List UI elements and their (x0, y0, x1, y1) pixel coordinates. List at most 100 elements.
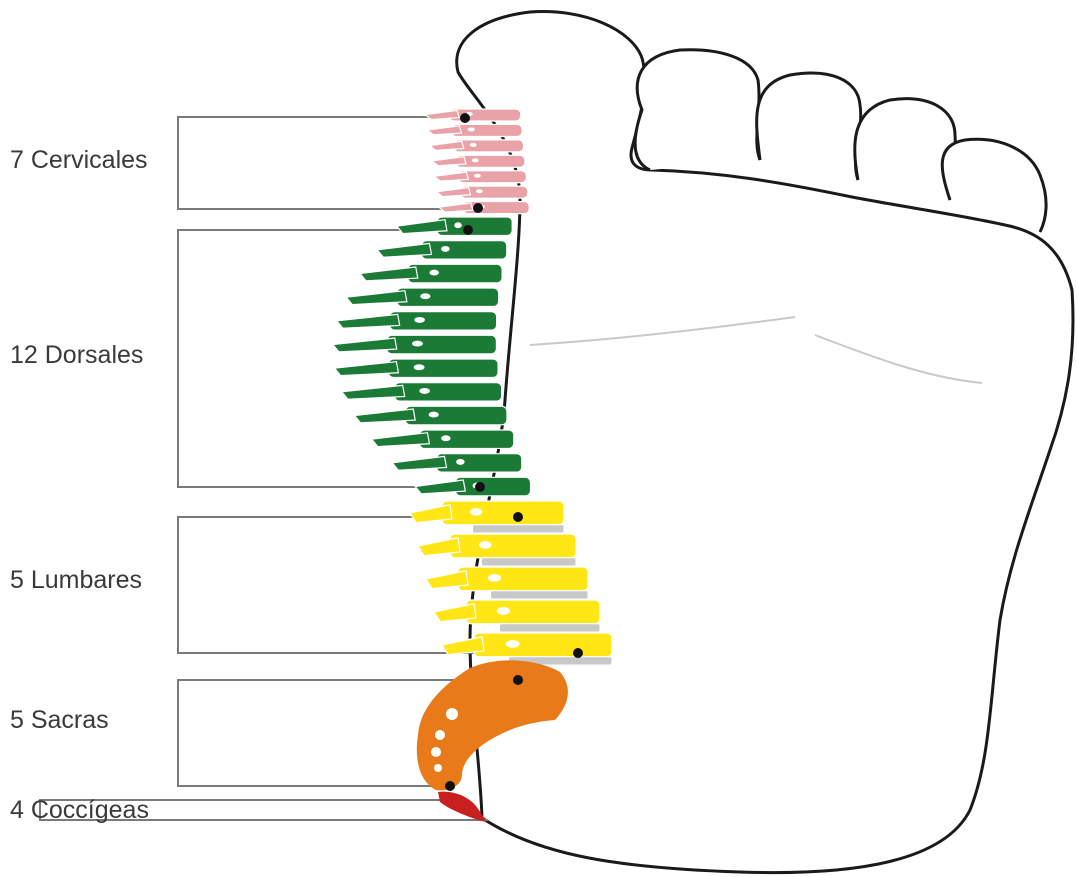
vertebra-process (427, 126, 461, 135)
vertebra-body (458, 171, 526, 183)
label-lumbares: 5 Lumbares (10, 566, 142, 594)
vertebra (397, 217, 512, 235)
vertebra (427, 124, 522, 136)
vertebra-process (415, 480, 465, 494)
vertebra-process (333, 338, 397, 352)
vertebra (360, 264, 502, 282)
vertebra-foramen (472, 158, 479, 162)
vertebra-foramen (420, 293, 430, 299)
vertebra (439, 202, 529, 214)
vertebra-process (442, 637, 484, 655)
vertebra-foramen (441, 246, 450, 252)
vertebra-process (426, 571, 468, 589)
vertebra-body (466, 600, 600, 624)
intervertebral-disc (491, 591, 589, 599)
vertebra-body (419, 430, 513, 448)
vertebra-body (395, 383, 502, 401)
marker-dot-s1 (513, 675, 523, 685)
vertebra-process (372, 433, 430, 447)
vertebra (335, 359, 499, 377)
vertebra-process (337, 314, 400, 328)
vertebra (442, 633, 612, 657)
vertebra-process (335, 362, 399, 376)
vertebra-process (377, 243, 431, 257)
vertebra (372, 430, 514, 448)
vertebra-body (463, 202, 529, 214)
vertebra-foramen (456, 459, 465, 465)
vertebra-foramen (412, 341, 423, 347)
vertebra-foramen (470, 143, 477, 147)
bracket-cervical (178, 117, 470, 209)
vertebra-foramen (479, 541, 492, 549)
vertebra-process (342, 385, 405, 399)
vertebra-process (430, 141, 464, 150)
vertebra-body (436, 454, 521, 472)
vertebra-process (392, 456, 446, 470)
marker-dot-l5 (573, 648, 583, 658)
vertebra-foramen (488, 574, 501, 582)
vertebra-foramen (454, 222, 462, 228)
sacral-foramen-3 (431, 747, 441, 757)
vertebra-process (437, 188, 471, 197)
marker-dot-c7 (473, 203, 483, 213)
vertebra-process (346, 291, 407, 305)
vertebra (426, 567, 588, 591)
vertebra-body (456, 155, 525, 167)
intervertebral-disc (473, 525, 565, 533)
vertebra-body (405, 406, 507, 424)
vertebra-foramen (468, 127, 475, 131)
vertebra (437, 186, 528, 198)
vertebra-process (434, 172, 468, 181)
sacral-foramen-4 (434, 764, 442, 772)
vertebra-body (449, 109, 521, 121)
vertebra-body (454, 140, 524, 152)
vertebra-foramen (497, 607, 510, 615)
vertebra (425, 109, 521, 121)
toe-2-outline (635, 50, 760, 170)
vertebra (430, 140, 524, 152)
vertebra (410, 501, 564, 525)
vertebra-foramen (441, 435, 450, 441)
vertebra-foramen (414, 317, 425, 323)
label-sacras: 5 Sacras (10, 706, 109, 734)
marker-dot-t1 (463, 225, 473, 235)
vertebra-body (450, 534, 576, 558)
marker-dot-co1 (445, 781, 455, 791)
vertebra (418, 534, 576, 558)
vertebra (346, 288, 498, 306)
coccyx (438, 792, 486, 822)
vertebra-foramen (414, 364, 425, 370)
vertebra-process (410, 505, 452, 523)
vertebra-body (451, 124, 522, 136)
intervertebral-disc (500, 624, 601, 632)
vertebra-process (434, 604, 476, 622)
toe-3-outline (757, 73, 861, 180)
vertebra-foramen (506, 640, 520, 648)
vertebra-process (360, 267, 418, 281)
vertebra-body (461, 186, 528, 198)
label-coccigeas: 4 Coccígeas (10, 796, 149, 824)
vertebra-body (408, 264, 502, 282)
vertebra-body (442, 501, 564, 525)
vertebra (415, 477, 530, 495)
vertebra-body (390, 312, 497, 330)
vertebra-process (425, 110, 459, 119)
vertebra (342, 383, 502, 401)
vertebra-foramen (429, 270, 438, 276)
vertebra-body (387, 335, 497, 353)
vertebra-process (355, 409, 416, 423)
vertebra-body (397, 288, 499, 306)
vertebra-foramen (476, 189, 483, 193)
vertebra-process (432, 157, 466, 166)
vertebra-body (458, 567, 588, 591)
marker-dot-c1 (460, 113, 470, 123)
vertebra-process (439, 203, 473, 212)
vertebra (377, 241, 506, 259)
vertebra (434, 171, 526, 183)
vertebra-foramen (470, 508, 482, 516)
sacral-foramen-1 (446, 708, 458, 720)
vertebra-foramen (419, 388, 430, 394)
sacral-foramen-2 (435, 730, 445, 740)
